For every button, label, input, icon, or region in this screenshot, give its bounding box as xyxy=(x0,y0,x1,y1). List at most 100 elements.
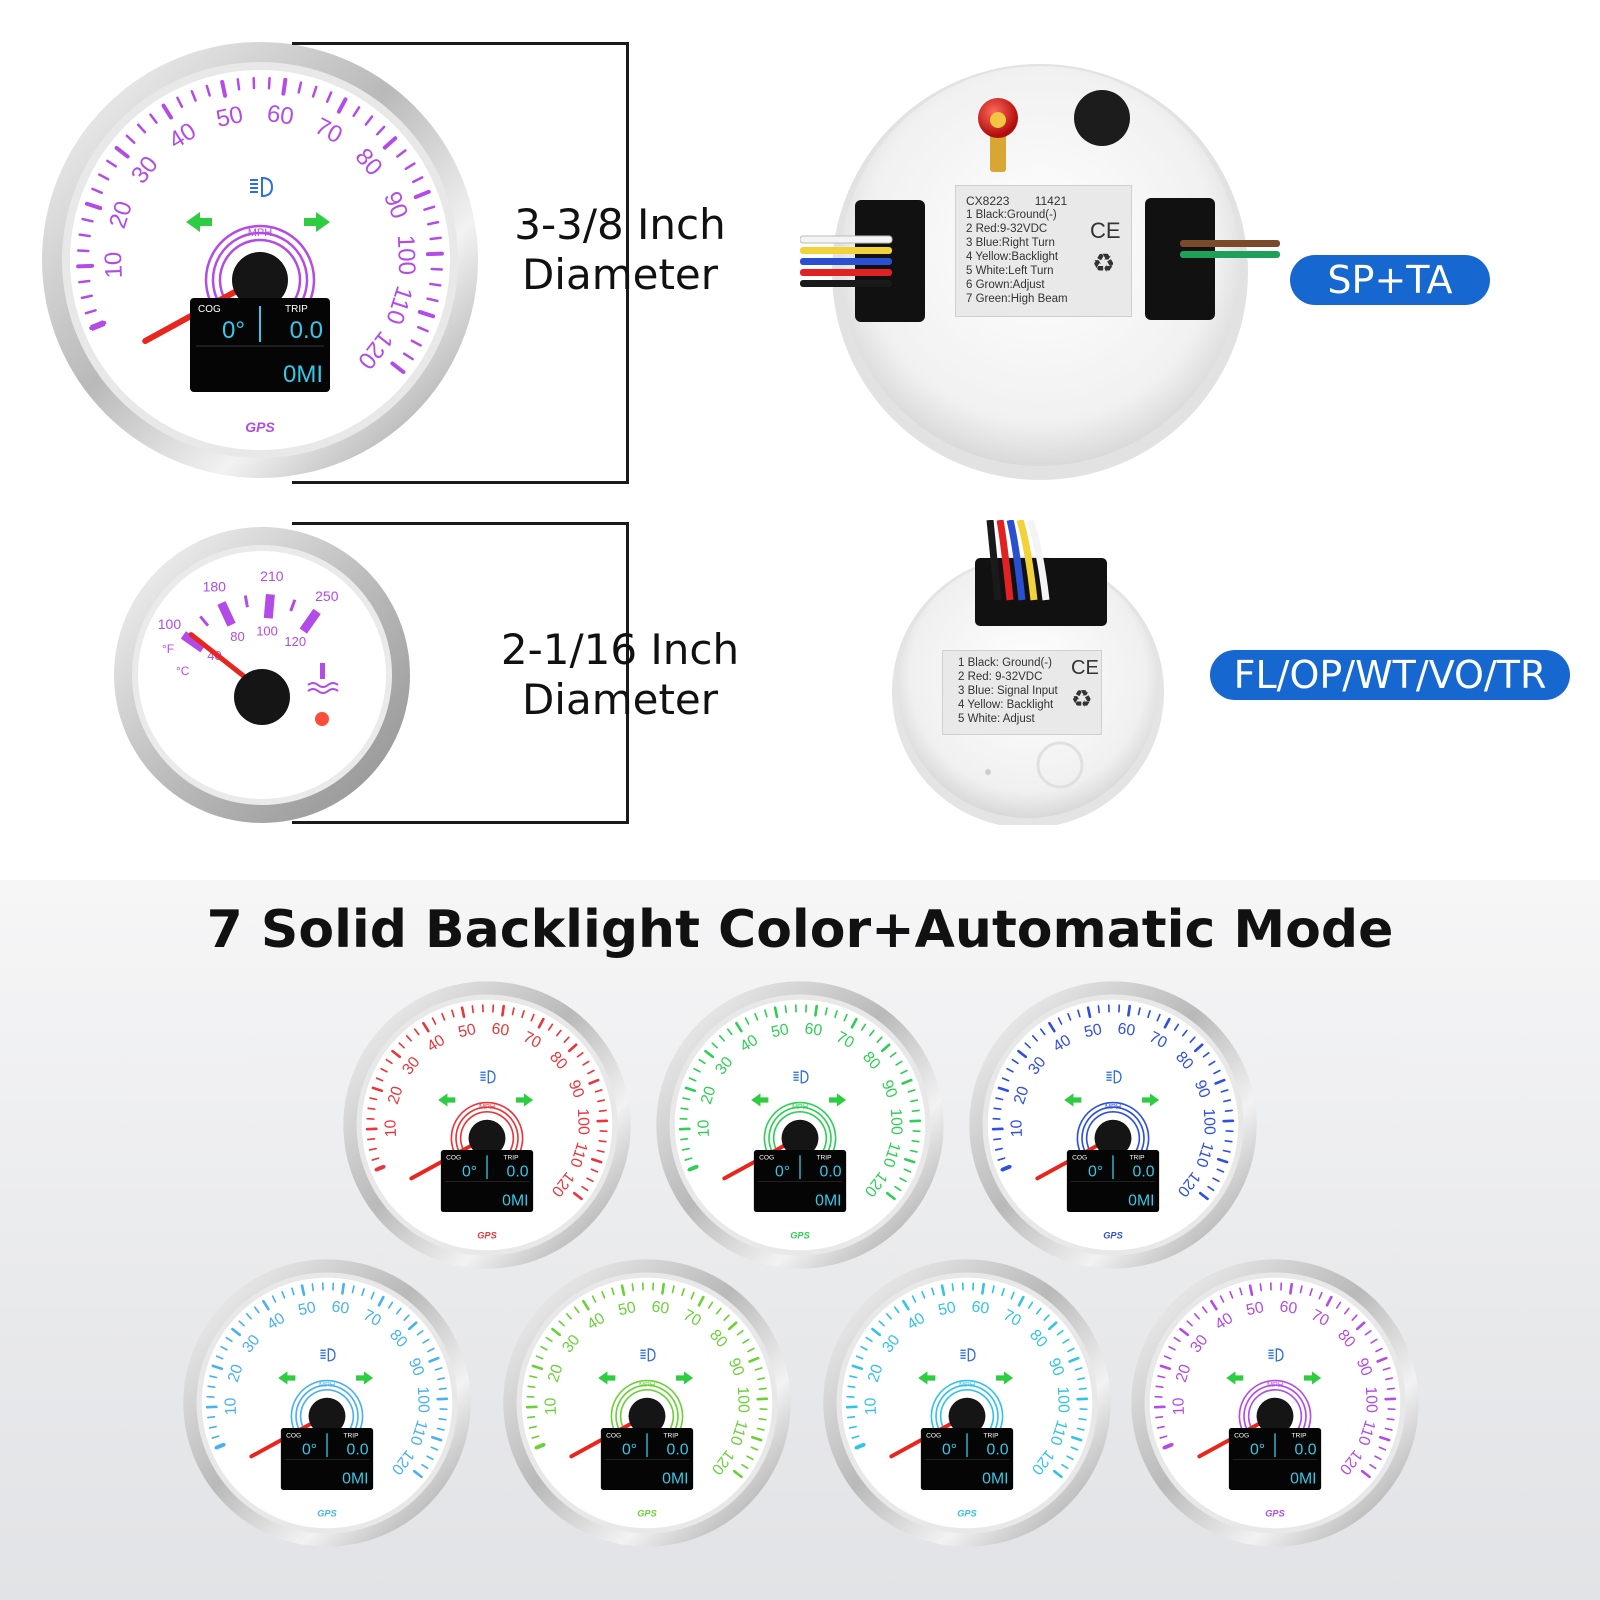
left-turn-arrow-icon xyxy=(1226,1371,1244,1385)
scale-label: 70 xyxy=(1000,1307,1024,1330)
left-turn-arrow-icon xyxy=(918,1371,936,1385)
scale-label: 60 xyxy=(1116,1020,1136,1039)
unit-label: MPH xyxy=(959,1380,975,1389)
cog-label: COG xyxy=(198,304,221,315)
celsius-label: 120 xyxy=(284,634,306,649)
odometer-value: 0MI xyxy=(662,1470,688,1487)
right-turn-arrow-icon xyxy=(1304,1371,1322,1385)
cog-label: COG xyxy=(606,1432,621,1439)
fahrenheit-label: 180 xyxy=(203,578,227,594)
large-diameter-line2: Diameter xyxy=(521,250,719,299)
needle-cap xyxy=(234,669,290,725)
backlight-heading: 7 Solid Backlight Color+Automatic Mode xyxy=(206,900,1394,960)
stud-base xyxy=(990,128,1006,172)
scale-label: 10 xyxy=(542,1397,560,1415)
scale-major-tick xyxy=(299,608,321,634)
left-turn-arrow-icon xyxy=(438,1093,456,1107)
unit-label: MPH xyxy=(792,1102,808,1111)
mph-hub-arcs xyxy=(1238,1379,1312,1435)
pinout-line: 4 Yellow:Backlight xyxy=(966,251,1059,263)
high-beam-icon xyxy=(793,1070,809,1084)
trip-label: TRIP xyxy=(816,1154,832,1161)
mph-hub-arcs xyxy=(1076,1101,1150,1157)
high-beam-icon xyxy=(250,176,274,198)
scale-label: 70 xyxy=(680,1307,704,1330)
left-turn-arrow-icon xyxy=(186,212,212,232)
zero-marker xyxy=(855,1442,866,1450)
scale-label: 60 xyxy=(970,1298,990,1317)
unit-f: °F xyxy=(162,642,174,656)
cog-label: COG xyxy=(1072,1154,1087,1161)
pinout-line: 1 Black: Ground(-) xyxy=(958,657,1052,669)
unit-label: MPH xyxy=(1105,1102,1121,1111)
scale-label: 100 xyxy=(887,1108,905,1135)
scale-ticks xyxy=(525,1282,769,1479)
scale-label: 100 xyxy=(734,1386,752,1413)
odometer-value: 0MI xyxy=(1128,1192,1154,1209)
fahrenheit-label: 210 xyxy=(260,568,284,584)
cog-label: COG xyxy=(1234,1432,1249,1439)
scale-label: 100 xyxy=(392,234,420,275)
brand-logo: GPS xyxy=(245,419,275,435)
scale-label: 10 xyxy=(695,1119,713,1137)
brand-logo: GPS xyxy=(317,1508,337,1518)
scale-label: 50 xyxy=(770,1021,791,1041)
recycle-icon: ♻ xyxy=(1071,686,1093,713)
cog-label: COG xyxy=(926,1432,941,1439)
small-diameter-bracket xyxy=(292,522,629,824)
coolant-temperature-icon xyxy=(307,663,339,694)
adjust-port-icon xyxy=(1036,741,1084,789)
scale-label: 40 xyxy=(737,1032,761,1056)
right-turn-arrow-icon xyxy=(1142,1093,1160,1107)
scale-label: 60 xyxy=(803,1020,823,1039)
zero-marker xyxy=(375,1164,386,1172)
trip-label: TRIP xyxy=(1129,1154,1145,1161)
large-diameter-line1: 3-3/8 Inch xyxy=(514,200,726,249)
scale-label: 60 xyxy=(650,1298,670,1317)
cog-value: 0° xyxy=(222,317,245,344)
needle-cap xyxy=(1094,1119,1132,1157)
model-code: 11421 xyxy=(1034,194,1068,208)
scale-label: 40 xyxy=(1050,1032,1074,1056)
scale-major-tick xyxy=(217,601,236,627)
trip-label: TRIP xyxy=(1291,1432,1307,1439)
trip-value: 0.0 xyxy=(667,1441,689,1458)
fahrenheit-label: 250 xyxy=(315,588,339,604)
right-connector-wires xyxy=(1180,240,1280,258)
scale-label: 60 xyxy=(1278,1298,1298,1317)
scale-label: 10 xyxy=(1008,1119,1026,1137)
pinout-line: 7 Green:High Beam xyxy=(966,293,1068,305)
odometer-value: 0MI xyxy=(502,1192,528,1209)
scale-label: 10 xyxy=(382,1119,400,1137)
scale-label: 70 xyxy=(1146,1029,1170,1052)
scale-label: 20 xyxy=(385,1084,407,1106)
scale-label: 90 xyxy=(878,1078,900,1101)
scale-ticks xyxy=(678,1004,922,1201)
unit-label: MPH xyxy=(319,1380,335,1389)
small-pinout-list: 1 Black: Ground(-) 2 Red: 9-32VDC 3 Blue… xyxy=(958,656,1058,726)
scale-label: 40 xyxy=(424,1032,448,1056)
scale-ticks xyxy=(991,1004,1235,1201)
scale-label: 40 xyxy=(1212,1310,1236,1334)
needle-cap xyxy=(308,1397,346,1435)
odometer-value: 0MI xyxy=(283,361,323,388)
needle-cap xyxy=(1256,1397,1294,1435)
pinout-line: 5 White:Left Turn xyxy=(966,265,1054,277)
small-temperature-gauge: 1004018080210100250120°F°C xyxy=(112,525,412,825)
pinout-line: 2 Red:9-32VDC xyxy=(966,223,1048,235)
scale-label: 40 xyxy=(904,1310,928,1334)
scale-label: 10 xyxy=(1170,1397,1188,1415)
mph-hub-arcs xyxy=(450,1101,524,1157)
large-diameter-label: 3-3/8 Inch Diameter xyxy=(455,200,785,300)
model-number: CX8223 xyxy=(966,194,1010,208)
high-beam-icon xyxy=(480,1070,496,1084)
trip-value: 0.0 xyxy=(1133,1163,1155,1180)
left-turn-arrow-icon xyxy=(278,1371,296,1385)
scale-label: 90 xyxy=(405,1356,427,1379)
scale-minor-tick xyxy=(289,599,297,612)
brand-logo: GPS xyxy=(1265,1508,1285,1518)
pinout-line: 5 White: Adjust xyxy=(958,713,1035,725)
